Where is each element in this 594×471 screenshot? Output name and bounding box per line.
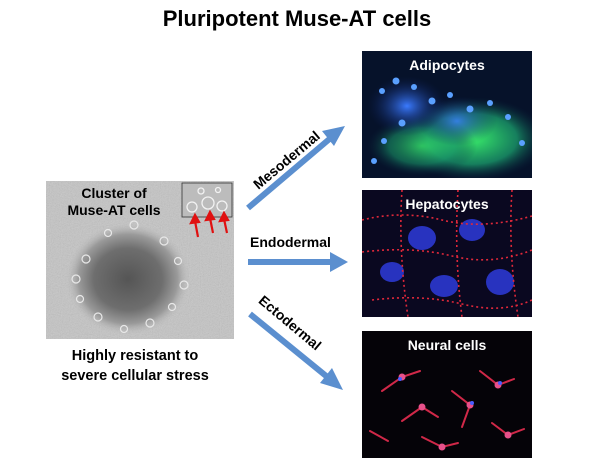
neural-cells-image — [362, 331, 532, 458]
hepatocytes-panel: Hepatocytes — [362, 190, 532, 317]
inset-arrows — [189, 209, 230, 238]
adipocytes-label: Adipocytes — [409, 57, 485, 73]
cluster-micrograph-image — [46, 181, 234, 339]
cluster-label-line1: Cluster of — [81, 185, 147, 201]
adipocytes-panel: Adipocytes — [362, 51, 532, 178]
endodermal-arrowhead — [330, 252, 348, 272]
cluster-label: Cluster of Muse-AT cells — [50, 185, 178, 219]
hepatocytes-label: Hepatocytes — [405, 196, 489, 212]
caption-line1: Highly resistant to — [71, 348, 199, 364]
ectodermal-arrowhead — [320, 368, 343, 390]
mesodermal-arrow — [246, 133, 335, 211]
hepatocytes-image — [362, 190, 532, 317]
endodermal-label: Endodermal — [250, 234, 331, 250]
adipocytes-image — [362, 51, 532, 178]
figure-title: Pluripotent Muse-AT cells — [162, 6, 432, 31]
cluster-caption: Highly resistant to severe cellular stre… — [40, 346, 230, 386]
cluster-label-line2: Muse-AT cells — [67, 202, 161, 218]
mesodermal-arrowhead — [322, 126, 345, 146]
caption-line2: severe cellular stress — [61, 368, 209, 384]
ectodermal-arrow — [248, 311, 333, 383]
neural-cells-label: Neural cells — [407, 337, 487, 353]
cluster-micrograph: Cluster of Muse-AT cells — [46, 181, 234, 339]
neural-cells-panel: Neural cells — [362, 331, 532, 458]
